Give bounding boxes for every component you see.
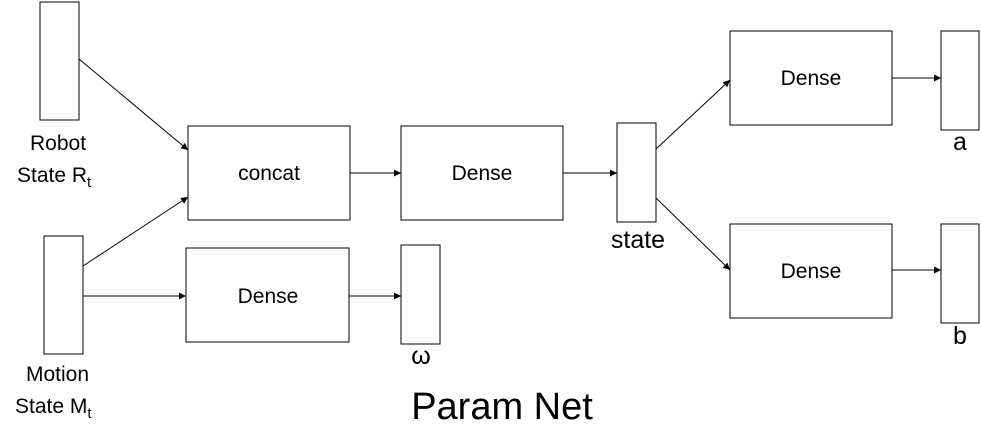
edge-motion-to-concat <box>82 196 189 267</box>
dense-main-label: Dense <box>452 162 513 185</box>
dense-a-label: Dense <box>781 67 842 90</box>
robot-state-vector <box>39 1 80 121</box>
dense-b-label: Dense <box>781 260 842 283</box>
a-vector <box>940 30 980 131</box>
dense-omega-label: Dense <box>238 285 299 308</box>
motion-label-line1: Motion <box>26 363 89 386</box>
omega-label: ω <box>411 342 431 370</box>
dense-a-block <box>729 30 893 126</box>
diagram-title: Param Net <box>411 386 593 428</box>
robot-label-line2: State Rt <box>17 164 92 191</box>
edge-robot-to-concat <box>78 58 189 151</box>
concat-block <box>187 125 351 221</box>
motion-state-vector <box>43 235 84 355</box>
edge-state-to-dense-a <box>655 79 731 150</box>
edge-state-to-dense-b <box>655 197 731 271</box>
omega-vector <box>400 244 441 345</box>
b-vector <box>940 223 980 324</box>
dense-omega-block <box>185 247 350 343</box>
robot-label-line1: Robot <box>30 132 86 155</box>
dense-main-block <box>400 125 564 221</box>
concat-label: concat <box>238 162 300 185</box>
motion-label-line2: State Mt <box>15 395 92 422</box>
state-vector <box>616 122 657 223</box>
dense-b-block <box>729 223 893 319</box>
b-label: b <box>953 322 967 350</box>
state-label: state <box>611 226 665 254</box>
a-label: a <box>953 128 967 156</box>
